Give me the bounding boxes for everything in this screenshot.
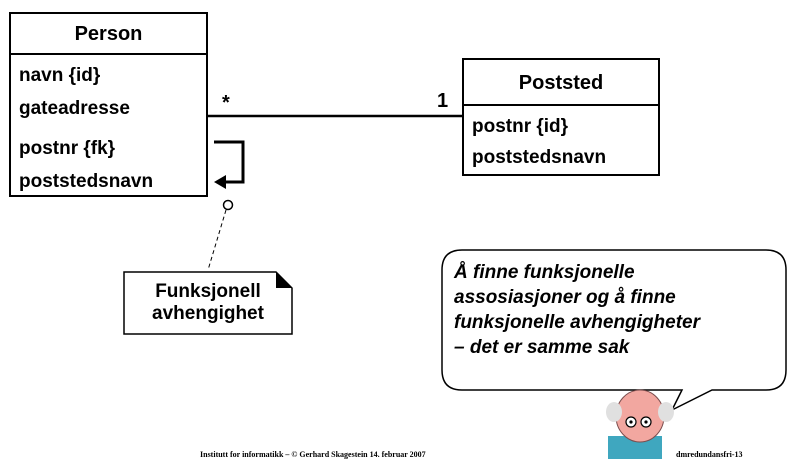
bubble-line: – det er samme sak xyxy=(454,337,630,358)
fd-note: Funksjonell avhengighet xyxy=(123,271,293,335)
bubble-line: funksjonelle avhengigheter xyxy=(454,312,700,333)
person-attribute: poststedsnavn xyxy=(19,171,154,192)
note-line: avhengighet xyxy=(152,303,264,324)
poststed-class-title: Poststed xyxy=(464,60,658,106)
poststed-class-box: Poststed postnr {id} poststedsnavn xyxy=(462,58,660,176)
person-multiplicity: * xyxy=(222,92,230,114)
note-line: Funksjonell xyxy=(155,281,261,302)
person-class-box: Person navn {id} gateadresse postnr {fk}… xyxy=(9,12,208,197)
person-attribute: postnr {fk} xyxy=(19,138,116,159)
bubble-line: assosiasjoner og å finne xyxy=(454,287,676,308)
person-attribute: gateadresse xyxy=(19,98,130,119)
person-class-title: Person xyxy=(11,14,206,55)
bubble-line: Å finne funksjonelle xyxy=(454,262,635,283)
note-box xyxy=(123,271,293,335)
note-anchor-icon xyxy=(222,199,234,211)
note-fold-icon xyxy=(276,272,292,288)
footer-slide-id: dmredundansfri-13 xyxy=(676,450,743,459)
speech-bubble-text: Å finne funksjonelle assosiasjoner og å … xyxy=(454,260,784,360)
speech-bubble xyxy=(441,249,787,412)
person-attribute: navn {id} xyxy=(19,65,101,86)
fd-arrowhead-icon xyxy=(214,175,226,189)
poststed-attribute: poststedsnavn xyxy=(472,147,607,168)
note-connector xyxy=(207,209,227,271)
fd-bracket-line xyxy=(214,140,245,184)
footer-credit: Institutt for informatikk – © Gerhard Sk… xyxy=(200,450,426,459)
poststed-multiplicity: 1 xyxy=(437,90,449,112)
professor-character-icon xyxy=(606,389,674,459)
poststed-attribute: postnr {id} xyxy=(472,116,569,137)
